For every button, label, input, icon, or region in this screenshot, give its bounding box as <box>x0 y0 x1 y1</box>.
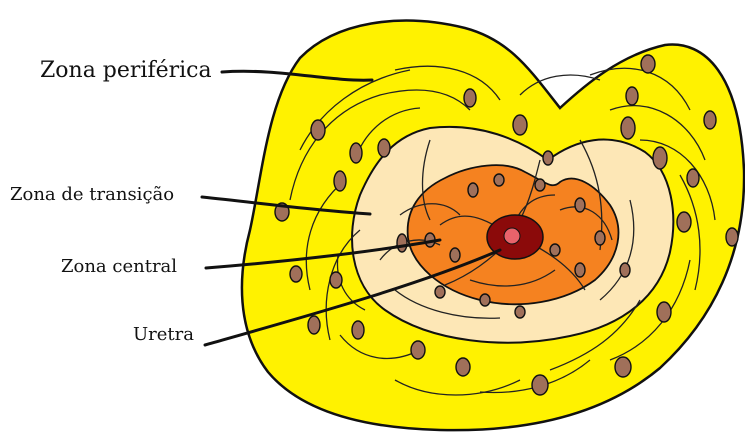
urethra-lumen <box>504 228 520 244</box>
label-transition-zone: Zona de transição <box>10 186 174 204</box>
label-central-zone: Zona central <box>61 258 177 276</box>
label-urethra: Uretra <box>133 326 194 344</box>
label-peripheral-zone: Zona periférica <box>40 60 212 82</box>
